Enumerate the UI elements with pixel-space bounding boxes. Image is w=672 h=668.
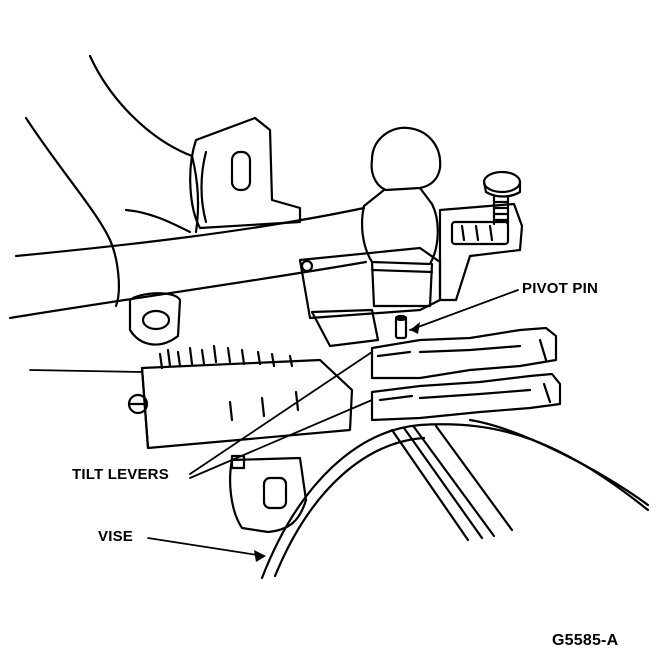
pivot-arrowhead — [410, 322, 420, 334]
upper-bracket — [189, 116, 302, 230]
label-tilt-levers: TILT LEVERS — [72, 466, 169, 483]
lower-bracket — [229, 454, 308, 534]
adjustment-screw — [482, 170, 522, 226]
label-pivot-pin: PIVOT PIN — [522, 280, 598, 297]
tilt-lever-lower — [370, 372, 562, 422]
pivot-pin — [394, 314, 408, 340]
tilt-lever-upper — [310, 308, 558, 380]
hammer-handle — [8, 206, 368, 320]
hammer-head — [361, 126, 442, 308]
figure-reference: G5585-A — [552, 632, 619, 649]
leader-lines — [29, 289, 519, 557]
switch-housing — [127, 344, 354, 450]
label-vise: VISE — [98, 528, 133, 545]
right-bracket — [438, 202, 524, 302]
vise-body — [260, 418, 650, 580]
hand — [24, 54, 200, 242]
vise-arrowhead — [254, 550, 266, 562]
